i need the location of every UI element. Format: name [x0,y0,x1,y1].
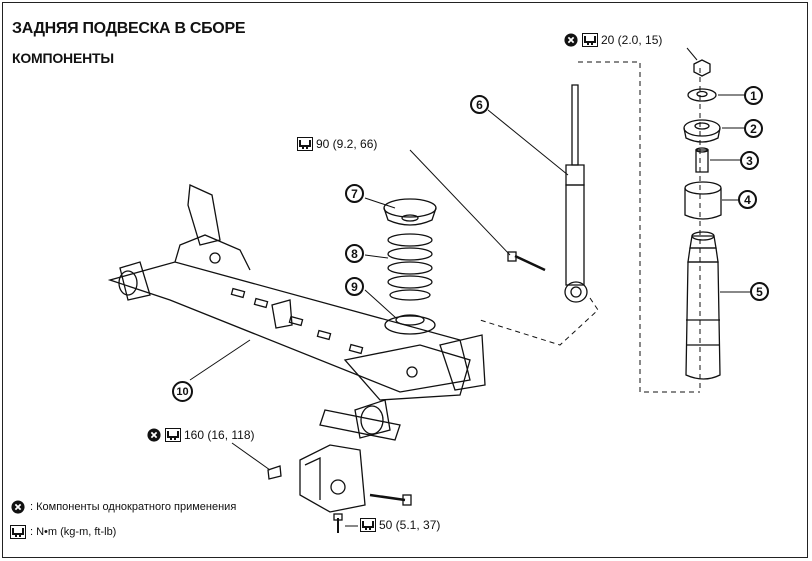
wrench-box-icon [582,33,598,47]
callout-6: 6 [470,95,489,114]
torque-label-90: 90 (9.2, 66) [297,137,377,151]
torque-value-90: 90 (9.2, 66) [316,137,378,151]
legend-torque-units: : N•m (kg-m, ft-lb) [10,525,116,539]
callout-1: 1 [744,86,763,105]
torque-label-160: 160 (16, 118) [146,428,255,442]
torque-label-50: 50 (5.1, 37) [360,518,440,532]
wrench-box-icon [10,525,26,539]
x-circle-icon [11,500,25,514]
wrench-box-icon [165,428,181,442]
axle-beam [107,261,471,393]
callout-4: 4 [738,190,757,209]
torque-value-50: 50 (5.1, 37) [379,518,441,532]
torque-value-160: 160 (16, 118) [184,428,255,442]
legend-torque-units-text: : N•m (kg-m, ft-lb) [30,526,117,538]
callout-5: 5 [750,282,769,301]
callout-2: 2 [744,119,763,138]
legend-single-use-text: : Компоненты однократного применения [30,501,237,513]
x-circle-icon [147,428,161,442]
callout-3: 3 [740,151,759,170]
torque-value-20: 20 (2.0, 15) [601,33,663,47]
legend-single-use: : Компоненты однократного применения [10,500,236,514]
wrench-box-icon [360,518,376,532]
x-circle-icon [564,33,578,47]
wrench-box-icon [297,137,313,151]
torque-label-20: 20 (2.0, 15) [563,33,662,47]
callout-9: 9 [345,277,364,296]
page-title: ЗАДНЯЯ ПОДВЕСКА В СБОРЕ [12,20,246,37]
page-subtitle: КОМПОНЕНТЫ [12,50,114,66]
callout-7: 7 [345,184,364,203]
callout-10: 10 [172,381,193,402]
callout-8: 8 [345,244,364,263]
